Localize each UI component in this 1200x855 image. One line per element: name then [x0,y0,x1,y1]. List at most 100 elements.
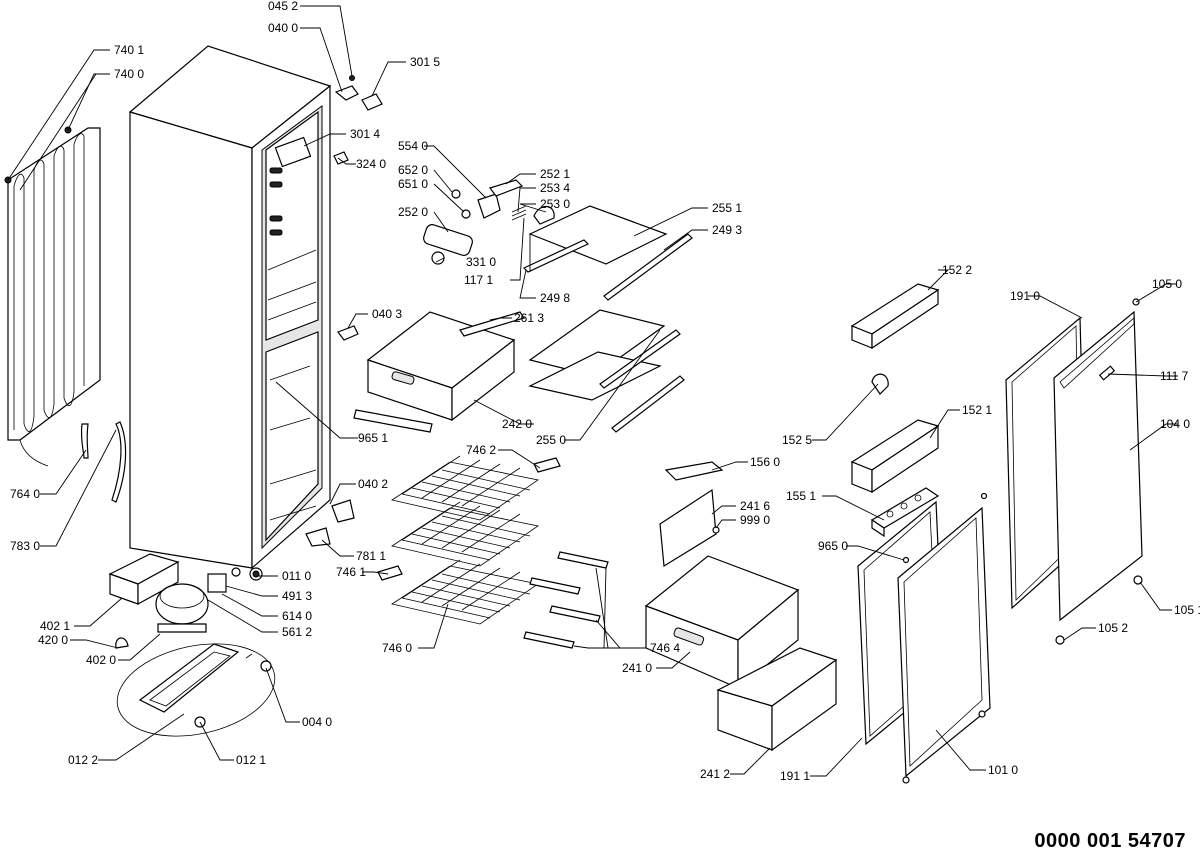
label-2493: 249 3 [712,223,742,237]
glass-shelf-255-1 [528,205,668,265]
label-5612: 561 2 [282,625,312,639]
label-1911: 191 1 [780,769,810,783]
label-0452: 045 2 [268,0,298,13]
label-7640: 764 0 [10,487,40,501]
bulb-652 [451,189,461,199]
label-3014: 301 4 [350,127,380,141]
hinge-781-1 [305,527,331,547]
label-4020: 402 0 [86,653,116,667]
flap-241-6 [659,488,717,568]
screw-999 [712,526,720,534]
label-7461: 746 1 [336,565,366,579]
label-1050: 105 0 [1152,277,1182,291]
label-0122: 012 2 [68,753,98,767]
label-7462: 746 2 [466,443,496,457]
door-bin-152-1 [850,419,940,494]
door-stop-152-5 [871,373,889,395]
freezer-door-101 [897,506,991,778]
label-2550: 255 0 [536,433,566,447]
label-324 [333,151,349,165]
label-2613: 261 3 [514,311,544,325]
cabinet [128,45,332,581]
label-6510: 651 0 [398,177,428,191]
drawer-supports [523,551,609,649]
label-3310: 331 0 [466,255,496,269]
label-7811: 781 1 [356,549,386,563]
foot-011 [252,570,260,578]
spring-253-4 [511,205,527,221]
label-2530: 253 0 [540,197,570,211]
label-9990: 999 0 [740,513,770,527]
wire-shelf-2 [390,501,539,567]
wire-shelf-1 [390,455,539,521]
label-1171: 117 1 [464,273,493,287]
relay-491 [207,573,227,593]
pipe-783 [111,421,127,503]
label-3240: 324 0 [356,157,386,171]
label-1551: 155 1 [786,489,816,503]
label-1522: 152 2 [942,263,972,277]
label-0110: 011 0 [282,569,311,583]
fridge-door-104 [1053,310,1143,622]
label-5540: 554 0 [398,139,428,153]
label-4021: 402 1 [40,619,70,633]
shelf-support-746-2 [533,457,561,473]
label-0121: 012 1 [236,753,266,767]
shelf-trim [599,329,681,389]
label-1052: 105 2 [1098,621,1128,635]
label-1040: 104 0 [1160,417,1190,431]
screw-045 [349,75,355,81]
label-9650: 965 0 [818,539,848,553]
handle-111-7 [1098,365,1116,381]
drain-tube [80,423,89,459]
label-9651: 965 1 [358,431,388,445]
label-1051: 105 1 [1174,603,1200,617]
label-2521: 252 1 [540,167,570,181]
label-7401: 740 1 [114,43,144,57]
drawer-cover [353,409,433,433]
label-1525: 152 5 [782,433,812,447]
hinge-040-2 [331,499,355,523]
label-0400: 040 0 [268,21,298,35]
lamp-cover-252-1 [489,179,524,197]
document-number: 0000 001 54707 [1034,830,1186,852]
label-2420: 242 0 [502,417,532,431]
label-1910: 191 0 [1010,289,1040,303]
thermostat-554 [477,193,501,219]
screw-lower [902,776,910,784]
door-bin-152-2 [850,283,940,350]
screw-lower-2 [978,710,986,718]
shelf-trim-249-3 [603,233,693,301]
label-7400: 740 0 [114,67,144,81]
label-0403: 040 3 [372,307,402,321]
label-7464: 746 4 [650,641,680,655]
label-0040: 004 0 [302,715,332,729]
label-7460: 746 0 [382,641,412,655]
flap-156 [664,461,724,481]
label-4913: 491 3 [282,589,312,603]
top-hinge-040 [334,85,359,101]
label-1117: 111 7 [1160,369,1189,383]
fridge-drawer [366,311,516,422]
label-6140: 614 0 [282,609,312,623]
egg-tray-155 [870,487,940,538]
label-0402: 040 2 [358,477,388,491]
shelf-support-746-1 [377,565,403,581]
knob-331 [431,251,445,265]
condenser-coil [4,126,101,467]
hinge-105-2 [1055,635,1065,645]
shelf-trim-2 [611,375,685,433]
label-2416: 241 6 [740,499,770,513]
top-cover-301-5 [361,93,383,111]
label-1560: 156 0 [750,455,780,469]
compressor-561 [155,583,209,633]
freezer-drawer-241 [644,555,800,690]
freezer-drawer-241-2 [716,647,838,752]
label-2410: 241 0 [622,661,652,675]
label-2520: 252 0 [398,205,428,219]
label-2534: 253 4 [540,181,570,195]
drip-tray-402 [108,553,180,606]
capacitor-420 [115,637,129,649]
screw-965-0 [902,556,910,564]
